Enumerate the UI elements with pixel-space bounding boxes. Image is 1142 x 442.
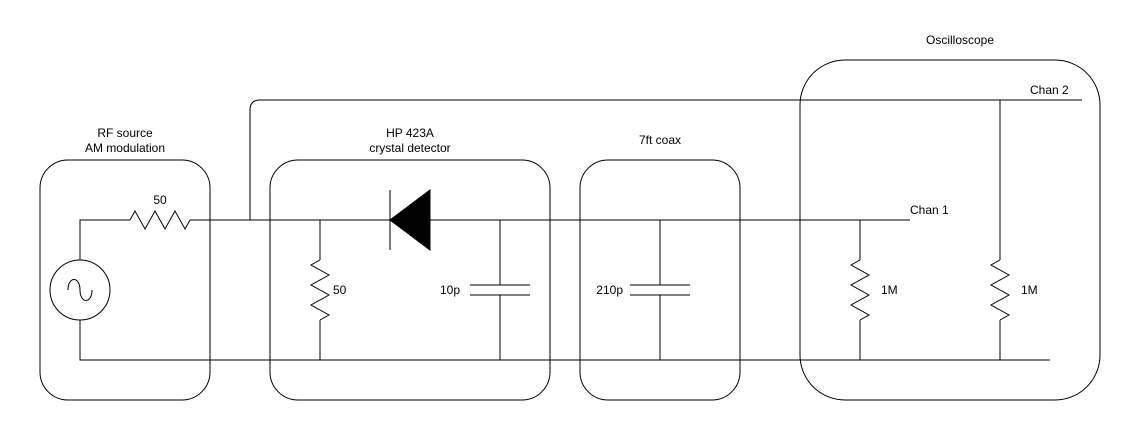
oscilloscope-block: [799, 59, 1101, 401]
ch2-resistor-label: 1M: [1021, 283, 1038, 297]
rf-source-subtitle: AM modulation: [85, 141, 165, 155]
detector-resistor-label: 50: [333, 283, 347, 297]
detector-subtitle: crystal detector: [369, 141, 450, 155]
detector-block: [269, 159, 551, 401]
rf-source-block: [39, 159, 211, 401]
ch2-input-resistor: [989, 259, 1011, 321]
ch1-resistor-label: 1M: [881, 283, 898, 297]
ground-wire: [79, 320, 1050, 361]
source-resistor: [129, 209, 191, 231]
coax-title: 7ft coax: [639, 133, 681, 147]
rf-source-title: RF source: [97, 126, 153, 140]
chan1-label: Chan 1: [910, 203, 949, 217]
oscilloscope-title: Oscilloscope: [926, 33, 994, 47]
chan2-label: Chan 2: [1030, 83, 1069, 97]
detector-capacitor-label: 10p: [440, 283, 460, 297]
diode-icon: [389, 189, 431, 251]
coax-block: [579, 159, 741, 401]
ch1-input-resistor: [849, 259, 871, 321]
detector-shunt-resistor: [309, 259, 331, 321]
source-resistor-label: 50: [153, 193, 167, 207]
chan2-feed-wire: [249, 99, 1082, 220]
coax-capacitor-label: 210p: [596, 283, 623, 297]
detector-title: HP 423A: [386, 126, 434, 140]
ac-source-icon: [49, 259, 111, 321]
sine-wave-icon: [67, 279, 93, 301]
source-top-wire: [79, 219, 130, 260]
